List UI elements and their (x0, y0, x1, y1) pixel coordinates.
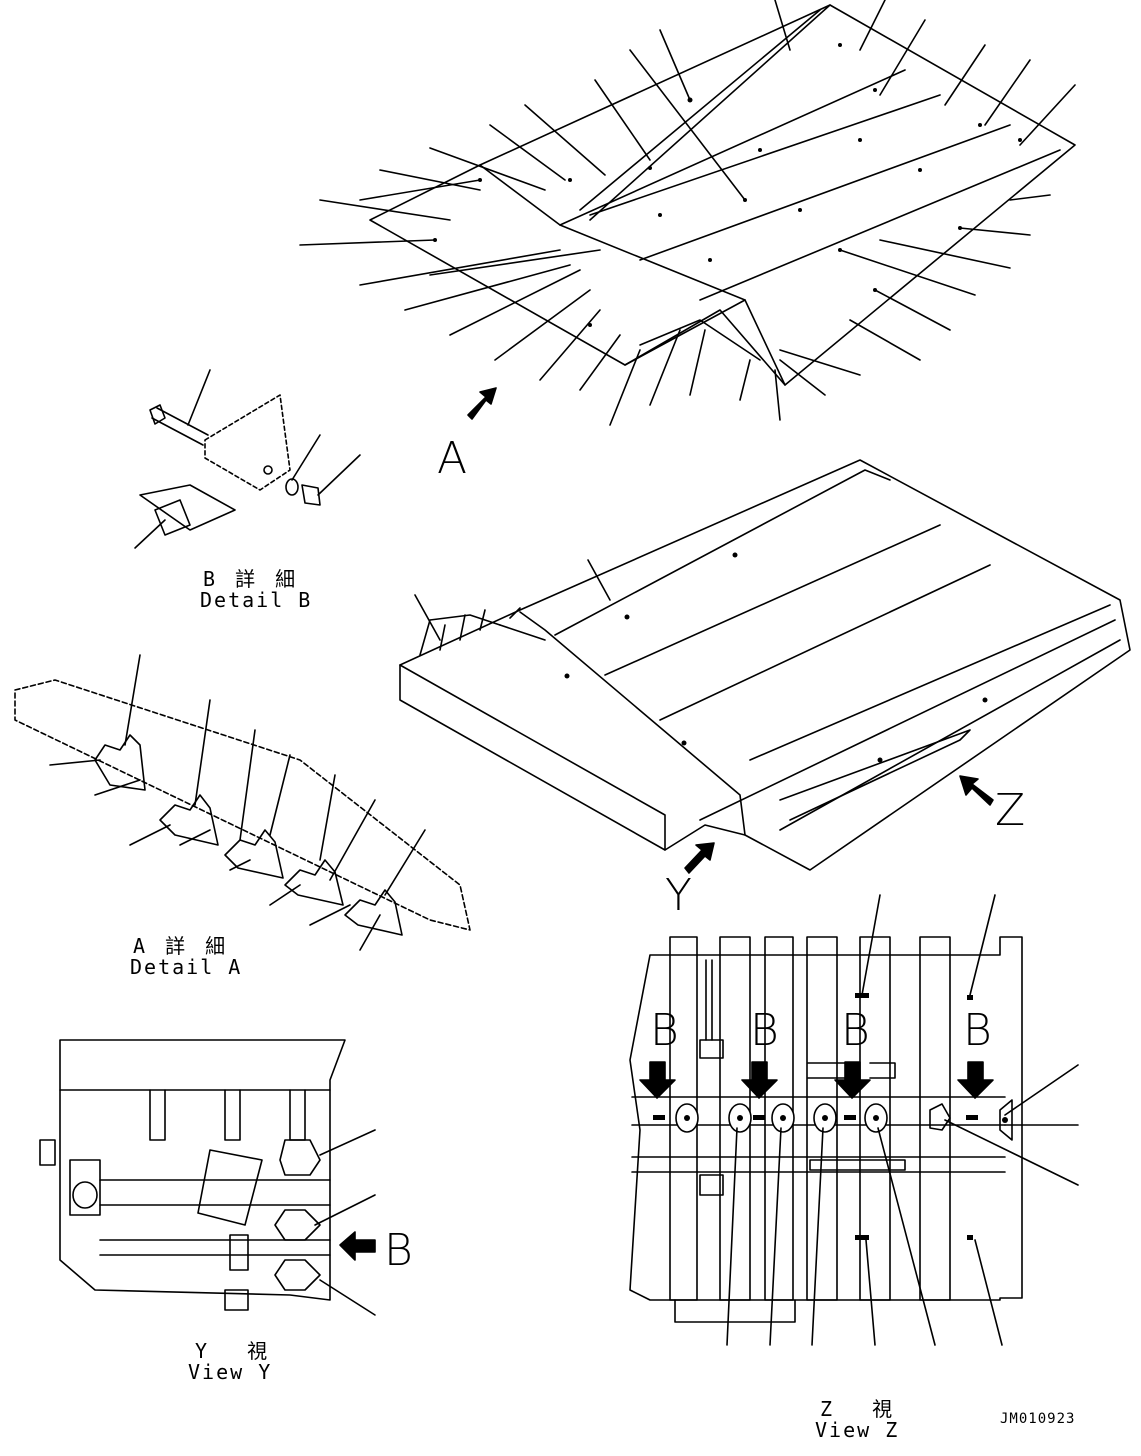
view-y-caption-jp: Y 視 (195, 1339, 282, 1363)
view-z-b-arrow-2 (742, 1062, 777, 1098)
view-z-caption-en: View Z (815, 1418, 900, 1442)
view-z-letter: Z (995, 785, 1026, 836)
drawing-code: JM010923 (1000, 1411, 1076, 1427)
view-z-b-arrow-3 (835, 1062, 870, 1098)
view-y-b-arrow (340, 1232, 375, 1260)
view-z-drawing (630, 895, 1078, 1345)
detail-a-drawing (15, 655, 470, 950)
view-a-letter: A (437, 433, 468, 484)
view-z-b-letter-2: B (750, 1005, 779, 1056)
view-y-caption-en: View Y (188, 1360, 273, 1384)
detail-b-caption-jp: B 詳 細 (203, 567, 300, 591)
view-z-caption-jp: Z 視 (820, 1397, 907, 1421)
floor-plate-assembly (300, 0, 1075, 425)
view-y-b-letter: B (384, 1225, 413, 1276)
view-z-b-letter-3: B (841, 1005, 870, 1056)
main-frame-assembly (400, 460, 1130, 870)
view-z-arrow (960, 776, 993, 805)
view-z-b-arrow-4 (958, 1062, 993, 1098)
view-y-letter: Y (665, 870, 692, 921)
view-y-drawing (40, 1040, 375, 1315)
view-y-arrow (685, 843, 714, 873)
view-z-b-arrow-1 (640, 1062, 675, 1098)
view-z-b-letter-1: B (650, 1005, 679, 1056)
detail-a-caption-jp: A 詳 細 (133, 934, 230, 958)
detail-b-caption-en: Detail B (200, 588, 313, 612)
view-a-arrow (468, 388, 496, 419)
detail-a-caption-en: Detail A (130, 955, 243, 979)
view-z-b-letter-4: B (963, 1005, 992, 1056)
detail-b-drawing (135, 370, 360, 548)
